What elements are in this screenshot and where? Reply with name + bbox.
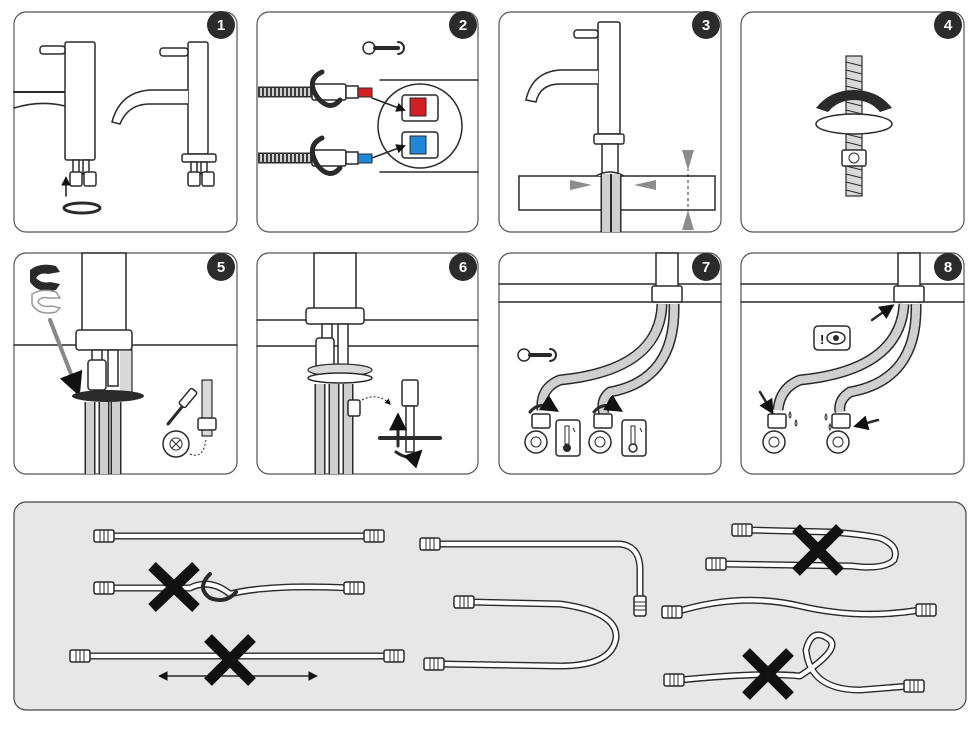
cold-hose (258, 135, 373, 176)
thickness-arrow-bottom (682, 210, 694, 230)
step-number-2: 2 (459, 17, 467, 34)
step-badge-3 (692, 11, 720, 39)
step-panel-7: 7 (498, 252, 722, 475)
rotate-arrow-icon (201, 572, 238, 602)
hose-wave-ok (661, 596, 937, 619)
wrong-x-icon (792, 524, 844, 576)
step-badge-1 (207, 11, 235, 39)
wrench-icon (517, 348, 557, 362)
hose-stretched-wrong (69, 634, 405, 686)
faucet-column-6 (305, 252, 373, 474)
valve-left-8 (758, 390, 798, 454)
cold-valve (588, 394, 624, 454)
step-number-8: 8 (944, 259, 952, 276)
hose-tight-loop-wrong (705, 523, 899, 576)
faucet-body-right (111, 41, 217, 187)
wrong-x-icon (742, 648, 794, 700)
thickness-arrow-top (682, 150, 694, 170)
socket-wrench-icon (378, 379, 442, 469)
faucet-column-5 (72, 252, 144, 474)
svg-text:!: ! (820, 332, 824, 347)
valve-right-8 (824, 412, 880, 454)
step-badge-8 (934, 253, 962, 281)
step-panel-8: ! 8 (740, 252, 965, 475)
press-arrow-left (570, 180, 592, 190)
step-badge-4 (934, 11, 962, 39)
step-number-3: 3 (702, 17, 710, 34)
step-badge-7 (692, 253, 720, 281)
horseshoe-washer (815, 90, 893, 135)
hose-coiled-wrong (663, 631, 925, 700)
step-panel-6: 6 (256, 252, 479, 475)
step-number-6: 6 (459, 259, 467, 276)
inspect-eye-icon: ! (813, 325, 851, 351)
step-panel-1: 1 (13, 11, 238, 233)
step-panel-5: 5 (13, 252, 238, 475)
hoses-check (772, 303, 922, 413)
hose-twisted-wrong (93, 562, 365, 612)
faucet-assembly (525, 21, 625, 175)
screwdriver-icon (162, 379, 217, 458)
step-number-4: 4 (944, 17, 953, 34)
hot-hose (258, 69, 373, 108)
step-number-1: 1 (217, 17, 225, 34)
step-badge-2 (449, 11, 477, 39)
wrong-x-icon (204, 634, 256, 686)
step-number-5: 5 (217, 259, 225, 276)
hose-straight-ok (93, 529, 385, 543)
step-badge-5 (207, 253, 235, 281)
hose-wide-bend-ok (419, 537, 647, 617)
press-arrow-right (634, 180, 656, 190)
step-panel-4: 4 (740, 11, 965, 233)
hose-through-hole (600, 174, 622, 232)
step-number-7: 7 (702, 259, 710, 276)
wrong-x-icon (148, 562, 200, 612)
hose-guidelines-panel (13, 501, 967, 711)
faucet-body-left (13, 41, 102, 215)
step-panel-2: 2 (256, 11, 479, 233)
wrench-icon (362, 41, 405, 55)
thermometer-hot-icon (555, 419, 581, 457)
hot-valve (524, 394, 560, 454)
step-badge-6 (449, 253, 477, 281)
step-panel-3: 3 (498, 11, 722, 233)
horseshoe-icons (30, 264, 62, 314)
faucet-base-detail (371, 79, 479, 173)
thermometer-cold-icon (621, 419, 647, 457)
hose-u-bend-ok (423, 595, 620, 671)
